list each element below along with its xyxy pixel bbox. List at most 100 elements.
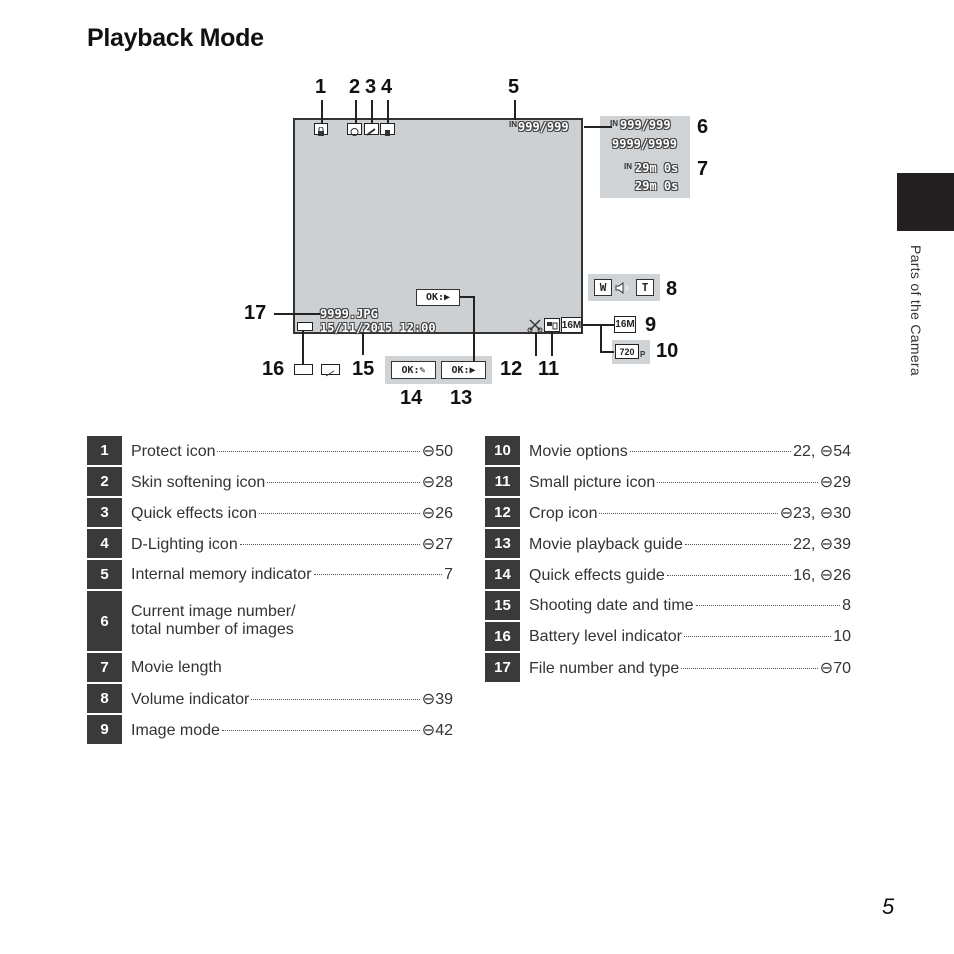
legend-label: Skin softening icon [131, 473, 266, 491]
ref-symbol-icon: ⊖ [779, 504, 794, 522]
callout-5: 5 [508, 76, 520, 98]
page-number: 5 [882, 894, 895, 919]
legend-ref: ⊖70 [819, 659, 851, 677]
callout-16: 16 [262, 358, 285, 380]
legend-ref: ⊖39 [421, 690, 453, 708]
ref-symbol-icon: ⊖ [421, 535, 436, 553]
legend-row: 1 Protect icon ⊖50 [87, 436, 453, 465]
legend-number: 13 [485, 529, 520, 558]
date-time: 15/11/2015 12:00 [320, 321, 436, 335]
callout-1: 1 [315, 76, 327, 98]
ok-label: OK [425, 292, 438, 303]
legend-ref: ⊖27 [421, 535, 453, 553]
volume-t-icon: T [636, 279, 654, 296]
legend-label: Quick effects icon [131, 504, 257, 522]
leader-line-16 [302, 331, 304, 364]
image-count-alt: 999/999 [620, 118, 671, 132]
quick-effects-guide: OK:✎ [391, 361, 436, 379]
legend-label: Protect icon [131, 442, 216, 460]
legend-ref: ⊖26 [421, 504, 453, 522]
legend-number: 11 [485, 467, 520, 496]
movie-length: 29m 0s [635, 161, 679, 175]
ok-label: OK [401, 364, 414, 376]
battery-low-icon [321, 364, 340, 377]
callout-3: 3 [365, 76, 377, 98]
legend-label: Volume indicator [131, 690, 250, 708]
small-picture-icon [544, 318, 560, 332]
callout-13: 13 [450, 387, 473, 409]
callout-4: 4 [381, 76, 393, 98]
quick-effects-icon [364, 123, 379, 136]
leader-line-9 [583, 324, 614, 326]
internal-memory-icon: IN [509, 120, 517, 129]
image-mode-icon: 16M [614, 316, 636, 333]
leader-line-2 [355, 100, 357, 123]
crop-icon [527, 318, 543, 333]
legend-ref: ⊖28 [421, 473, 453, 491]
ref-symbol-icon: ⊖ [819, 442, 834, 460]
legend-number: 1 [87, 436, 122, 465]
legend-number: 8 [87, 684, 122, 713]
callout-10: 10 [656, 340, 679, 362]
quick-effects-glyph: :✎ [413, 364, 426, 376]
legend-label: D-Lighting icon [131, 535, 238, 553]
ref-symbol-icon: ⊖ [421, 504, 436, 522]
page-title: Playback Mode [87, 24, 264, 52]
leader-line-13v [473, 296, 475, 361]
legend-label: Movie playback guide [529, 535, 683, 553]
ref-symbol-icon: ⊖ [421, 721, 436, 739]
movie-option-icon: 720 [615, 344, 639, 359]
legend-number: 10 [485, 436, 520, 465]
movie-playback-guide: OK:▶ [441, 361, 486, 379]
image-count: 999/999 [518, 120, 569, 134]
legend-number: 14 [485, 560, 520, 589]
callout-9: 9 [645, 314, 657, 336]
battery-full-icon [294, 364, 313, 375]
ok-play-guide: OK:▶ [416, 289, 460, 306]
d-lighting-icon [380, 123, 395, 136]
callout-15: 15 [352, 358, 375, 380]
legend-ref: ⊖50 [421, 442, 453, 460]
leader-line-13h [460, 296, 474, 298]
legend-ref: 7 [444, 565, 453, 583]
leader-line-4 [387, 100, 389, 123]
ref-symbol-icon: ⊖ [819, 473, 834, 491]
legend-ref: ⊖42 [421, 721, 453, 739]
legend-label: File number and type [529, 659, 680, 677]
legend-ref: ⊖29 [819, 473, 851, 491]
legend-label: Quick effects guide [529, 566, 665, 584]
ref-symbol-icon: ⊖ [819, 535, 834, 553]
legend-number: 16 [485, 622, 520, 651]
callout-14: 14 [400, 387, 423, 409]
ref-symbol-icon: ⊖ [421, 473, 436, 491]
play-icon: :▶ [463, 364, 476, 376]
chapter-tab [897, 173, 954, 231]
legend-row: 8 Volume indicator ⊖39 [87, 684, 453, 713]
legend-ref: 22, ⊖54 [793, 442, 851, 460]
movie-length-total: 29m 0s [635, 179, 679, 193]
protect-icon [314, 123, 328, 136]
leader-line-6 [584, 126, 612, 128]
legend-row: 11 Small picture icon ⊖29 [485, 467, 851, 496]
legend-number: 9 [87, 715, 122, 744]
legend-row: 4 D-Lighting icon ⊖27 [87, 529, 453, 558]
image-count-total: 9999/9999 [612, 137, 678, 151]
ref-symbol-icon: ⊖ [421, 442, 436, 460]
legend-label: Small picture icon [529, 473, 656, 491]
image-mode-icon-inner: 16M [561, 317, 582, 333]
callout-17: 17 [244, 302, 267, 324]
legend-number: 4 [87, 529, 122, 558]
legend-ref: 16, ⊖26 [793, 566, 851, 584]
leader-line-15 [362, 333, 364, 355]
callout-11: 11 [538, 358, 560, 380]
leader-line-11 [551, 332, 553, 356]
ref-symbol-icon: ⊖ [819, 566, 834, 584]
